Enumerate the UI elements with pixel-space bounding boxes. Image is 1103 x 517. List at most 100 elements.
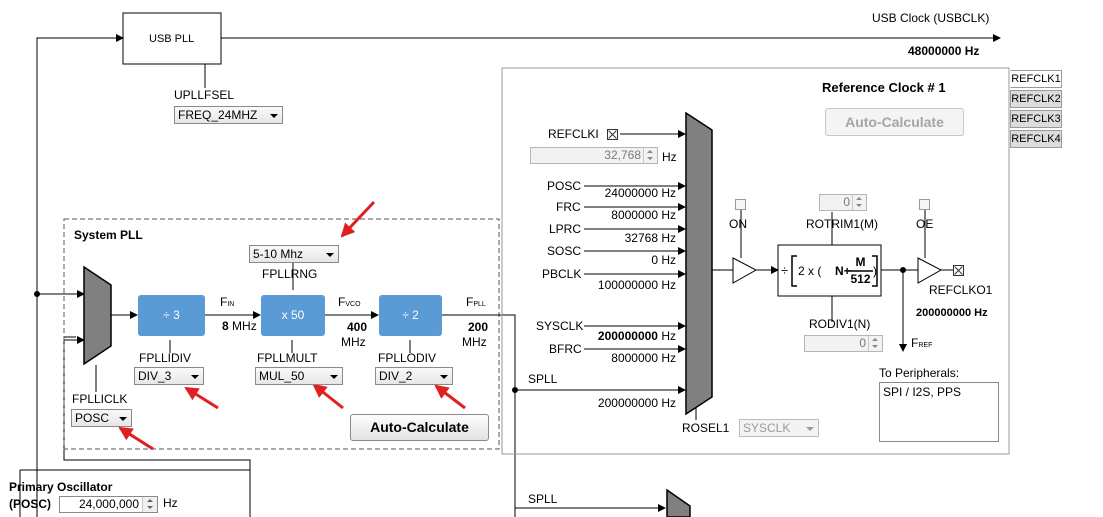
fpll-value: 200 xyxy=(468,320,489,334)
primary-osc-label: Primary Oscillator xyxy=(9,480,113,494)
chevron-down-icon xyxy=(326,253,334,257)
upllfsel-dropdown[interactable]: FREQ_24MHZ xyxy=(174,106,283,124)
formula-den: 512 xyxy=(850,272,871,286)
on-checkbox[interactable] xyxy=(735,199,746,210)
chevron-down-icon xyxy=(270,114,278,118)
refclki-input[interactable]: 32,768 xyxy=(530,147,658,164)
usb-clock-freq: 48000000 Hz xyxy=(908,44,980,58)
tab-refclk2[interactable]: REFCLK2 xyxy=(1010,90,1062,108)
refclki-pin-icon xyxy=(607,129,618,140)
input-sysclk-freq: 200000000 Hz xyxy=(597,329,676,343)
tab-refclk1[interactable]: REFCLK1 xyxy=(1010,70,1062,88)
system-pll-title: System PLL xyxy=(74,228,143,242)
fpll-label: FPLL xyxy=(466,295,486,309)
peripherals-label: To Peripherals: xyxy=(879,366,960,380)
input-sosc-label: SOSC xyxy=(547,244,582,258)
fpllmult-block: x 50 xyxy=(261,295,325,336)
input-sysclk-label: SYSCLK xyxy=(536,319,584,333)
input-posc-label: POSC xyxy=(547,179,582,193)
input-bfrc-label: BFRC xyxy=(549,342,582,356)
system-pll-auto-calculate-button[interactable]: Auto-Calculate xyxy=(350,414,489,441)
refclko-label: REFCLKO1 xyxy=(929,283,993,297)
refclko-pin-icon xyxy=(953,265,964,276)
fpllidiv-dropdown[interactable]: DIV_3 xyxy=(134,367,204,385)
rosel-dropdown[interactable]: SYSCLK xyxy=(739,419,819,437)
fpllidiv-value: DIV_3 xyxy=(138,369,172,383)
spll-label: SPLL xyxy=(528,372,558,386)
fpllclk-dropdown[interactable]: POSC xyxy=(71,409,132,427)
fvco-label: FVCO xyxy=(338,295,361,309)
fin-value: 8 MHz xyxy=(222,319,257,333)
fpllrng-dropdown[interactable]: 5-10 Mhz xyxy=(249,245,339,263)
primary-osc-unit: Hz xyxy=(163,496,178,510)
fpll-unit: MHz xyxy=(462,335,487,349)
fvco-value: 400 xyxy=(347,320,368,334)
tab-refclk4[interactable]: REFCLK4 xyxy=(1010,130,1062,148)
formula-prefix: 2 x ( xyxy=(798,264,822,278)
input-posc-freq: 24000000 Hz xyxy=(604,186,676,200)
bottom-spll-label: SPLL xyxy=(528,492,558,506)
rotrim-input[interactable]: 0 xyxy=(819,194,867,211)
rosel-value: SYSCLK xyxy=(743,421,791,435)
spll-freq: 200000000 Hz xyxy=(597,396,676,410)
fpllidiv-label: FPLLIDIV xyxy=(139,351,192,365)
refclk-title: Reference Clock # 1 xyxy=(822,80,946,95)
rosel-label: ROSEL1 xyxy=(682,421,730,435)
chevron-down-icon xyxy=(440,375,448,379)
upllfsel-value: FREQ_24MHZ xyxy=(178,108,258,122)
oe-checkbox[interactable] xyxy=(919,199,930,210)
input-pbclk-label: PBCLK xyxy=(542,267,582,281)
formula-n: N+ xyxy=(835,264,851,278)
fvco-unit: MHz xyxy=(341,335,366,349)
oe-label: OE xyxy=(916,217,934,231)
usb-pll-label: USB PLL xyxy=(149,33,195,45)
spinner-icon[interactable] xyxy=(852,195,866,210)
input-bfrc-freq: 8000000 Hz xyxy=(611,351,676,365)
input-lprc-freq: 32768 Hz xyxy=(624,231,676,245)
on-label: ON xyxy=(729,217,747,231)
refclko-freq: 200000000 Hz xyxy=(916,307,988,319)
fpllidiv-block: ÷ 3 xyxy=(138,295,205,336)
fpllodiv-dropdown[interactable]: DIV_2 xyxy=(375,367,453,385)
refclki-unit: Hz xyxy=(662,150,677,164)
fin-label: FIN xyxy=(220,295,235,309)
rodiv-label: RODIV1(N) xyxy=(809,317,871,331)
input-frc-label: FRC xyxy=(556,200,581,214)
refclk-auto-calculate-button[interactable]: Auto-Calculate xyxy=(825,108,964,136)
input-frc-freq: 8000000 Hz xyxy=(611,208,676,222)
primary-osc-label-sub: (POSC) xyxy=(9,497,51,511)
input-pbclk-freq: 100000000 Hz xyxy=(597,278,676,292)
fpllmult-label: FPLLMULT xyxy=(257,351,318,365)
chevron-down-icon xyxy=(330,375,338,379)
peripherals-list[interactable]: SPI / I2S, PPS xyxy=(879,382,999,442)
input-lprc-label: LPRC xyxy=(549,222,582,236)
fpllrng-label: FPLLRNG xyxy=(262,267,318,281)
rodiv-input[interactable]: 0 xyxy=(804,335,883,352)
upllfsel-label: UPLLFSEL xyxy=(174,88,235,102)
fpllmult-dropdown[interactable]: MUL_50 xyxy=(255,367,343,385)
primary-osc-input[interactable]: 24,000,000 xyxy=(59,496,158,513)
spinner-icon[interactable] xyxy=(142,497,157,512)
formula-close: ) xyxy=(873,264,877,278)
fpllodiv-value: DIV_2 xyxy=(379,369,413,383)
fpllclk-label: FPLLICLK xyxy=(72,392,128,406)
usb-clock-label: USB Clock (USBCLK) xyxy=(872,11,990,25)
fpllrng-value: 5-10 Mhz xyxy=(253,247,304,261)
chevron-down-icon xyxy=(119,417,127,421)
tab-refclk3[interactable]: REFCLK3 xyxy=(1010,110,1062,128)
formula-divide: ÷ xyxy=(781,263,789,278)
rotrim-label: ROTRIM1(M) xyxy=(806,217,878,231)
fpllodiv-block: ÷ 2 xyxy=(379,295,442,336)
fpllclk-value: POSC xyxy=(75,411,110,425)
spinner-icon[interactable] xyxy=(868,336,882,351)
formula-m: M xyxy=(855,255,866,269)
chevron-down-icon xyxy=(191,375,199,379)
fref-label: FREF xyxy=(911,336,933,350)
refclki-label: REFCLKI xyxy=(548,127,599,141)
fpllodiv-label: FPLLODIV xyxy=(378,351,437,365)
input-sosc-freq: 0 Hz xyxy=(651,253,676,267)
chevron-down-icon xyxy=(806,427,814,431)
fpllmult-value: MUL_50 xyxy=(259,369,305,383)
spinner-icon[interactable] xyxy=(643,148,657,163)
